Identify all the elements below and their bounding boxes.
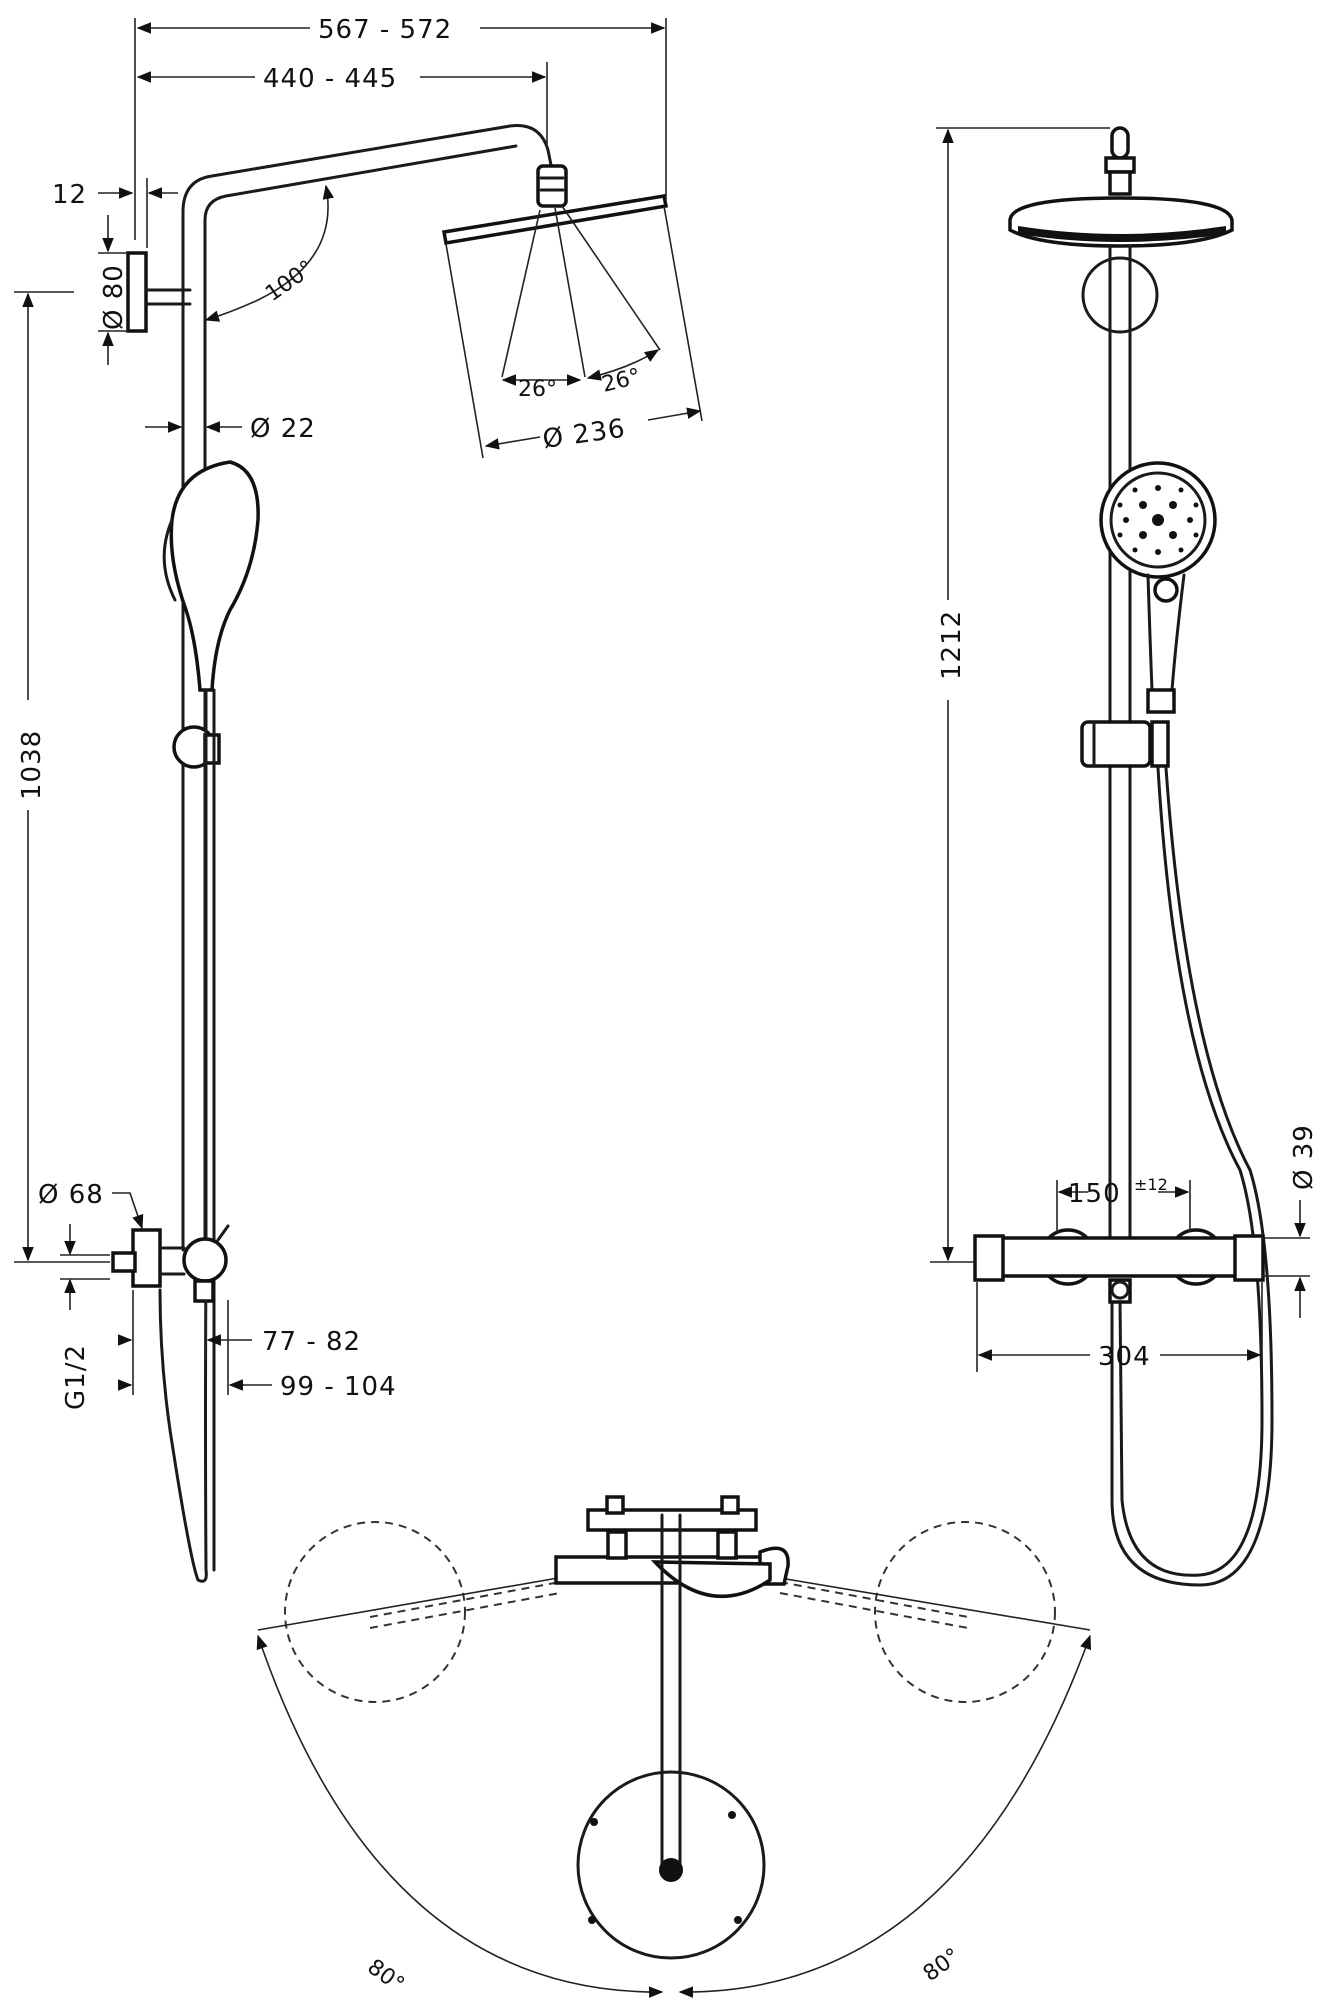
side-view-dimensions: 567 - 572 440 - 445 12 Ø 80 Ø 22 100° 26…	[14, 15, 702, 1410]
thermostat-mixer	[976, 1236, 1262, 1278]
dim-spray-angle-right: 26°	[599, 364, 643, 398]
dim-wall-flange: Ø 80	[99, 264, 129, 330]
hose-front	[1118, 766, 1264, 1577]
dim-connection-tolerance: ±12	[1134, 1175, 1168, 1194]
front-view	[973, 126, 1274, 1587]
dim-mixer-width: 304	[1098, 1342, 1151, 1372]
wall-bracket	[1081, 256, 1159, 334]
mixer-body	[131, 1228, 162, 1288]
swivel-position-left	[284, 1521, 466, 1703]
dim-height-right: 1212	[937, 610, 967, 680]
side-view	[111, 124, 703, 1583]
dim-projection-max: 99 - 104	[280, 1372, 397, 1402]
shower-hose	[158, 688, 208, 1583]
wall-flange	[126, 251, 148, 333]
hand-shower-nozzles	[1117, 485, 1199, 555]
dim-projection-min: 77 - 82	[262, 1327, 361, 1357]
front-view-dimensions: 1212 150 ±12 Ø 39 304	[930, 127, 1318, 1372]
dim-spray-angle-left: 26°	[518, 377, 557, 402]
dim-wall-offset: 12	[52, 180, 87, 210]
dim-swivel-left: 80°	[362, 1955, 408, 1998]
dim-height-left: 1038	[17, 730, 47, 800]
dim-connection-spacing: 150	[1068, 1179, 1121, 1209]
dim-arm-angle: 100°	[261, 256, 319, 307]
dim-pipe-diameter: Ø 22	[250, 414, 316, 444]
overhead-nozzles	[1018, 226, 1226, 242]
dim-mixer-diameter: Ø 39	[1289, 1124, 1318, 1190]
riser-pipe	[181, 124, 554, 1252]
overhead-shower-head	[441, 194, 669, 246]
swivel-position-right	[874, 1521, 1056, 1703]
dim-thread: G1/2	[61, 1344, 91, 1410]
dim-arm-reach: 440 - 445	[263, 64, 397, 94]
slider-front	[1080, 720, 1152, 768]
dim-overall-width: 567 - 572	[318, 15, 452, 45]
dim-head-diameter: Ø 236	[541, 414, 628, 455]
dim-swivel-right: 80°	[919, 1944, 965, 1987]
top-view: 80° 80°	[256, 1495, 1091, 1998]
dim-mixer-flange: Ø 68	[38, 1180, 104, 1210]
